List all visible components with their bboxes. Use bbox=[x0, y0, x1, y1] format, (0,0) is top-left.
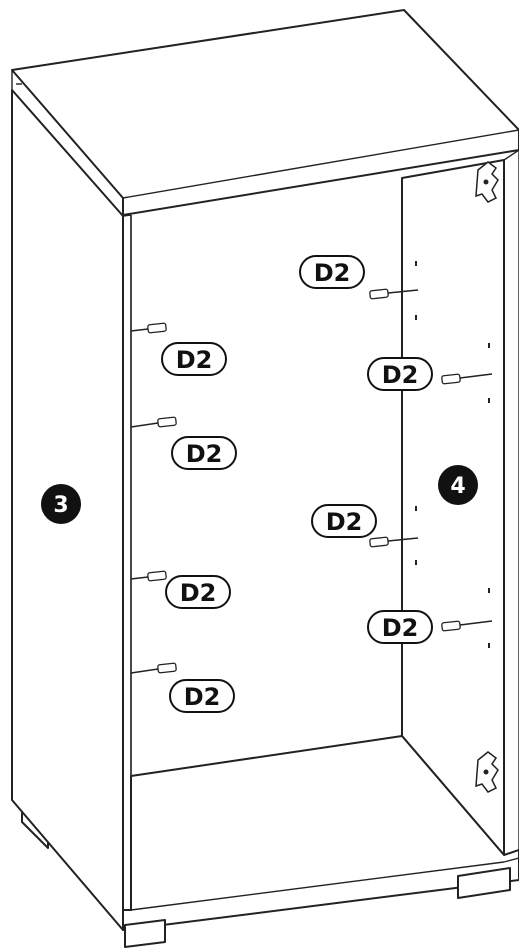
dowel-icon bbox=[441, 373, 493, 385]
panel-number-badge-4: 4 bbox=[438, 465, 478, 505]
dowel-icon bbox=[130, 322, 167, 334]
svg-text:4: 4 bbox=[450, 474, 465, 499]
dowel-icon bbox=[369, 536, 419, 548]
dowel-label: D2 bbox=[367, 357, 433, 391]
svg-text:D2: D2 bbox=[314, 259, 351, 287]
svg-text:D2: D2 bbox=[184, 683, 221, 711]
bottom-panel bbox=[122, 735, 519, 931]
svg-text:D2: D2 bbox=[326, 508, 363, 536]
svg-text:D2: D2 bbox=[382, 614, 419, 642]
hinge-icon bbox=[475, 161, 499, 203]
dowel-icon bbox=[130, 416, 177, 428]
dowel-label: D2 bbox=[165, 575, 231, 609]
dowel-label: D2 bbox=[161, 342, 227, 376]
panel-number-badge-3: 3 bbox=[41, 484, 81, 524]
dowel-icon bbox=[130, 662, 177, 674]
svg-text:D2: D2 bbox=[180, 579, 217, 607]
right-side-panel bbox=[401, 149, 519, 856]
svg-text:D2: D2 bbox=[186, 440, 223, 468]
svg-text:3: 3 bbox=[53, 493, 68, 518]
dowel-label: D2 bbox=[171, 436, 237, 470]
dowel-label: D2 bbox=[367, 610, 433, 644]
hinge-icon bbox=[475, 751, 499, 793]
dowel-label: D2 bbox=[169, 679, 235, 713]
dowel-label: D2 bbox=[311, 504, 377, 538]
dowel-icon bbox=[130, 570, 167, 582]
svg-text:D2: D2 bbox=[176, 346, 213, 374]
svg-text:D2: D2 bbox=[382, 361, 419, 389]
dowel-label: D2 bbox=[299, 255, 365, 289]
shelf-holes bbox=[415, 261, 490, 648]
dowel-icon bbox=[441, 620, 493, 632]
dowel-icon bbox=[369, 288, 419, 300]
